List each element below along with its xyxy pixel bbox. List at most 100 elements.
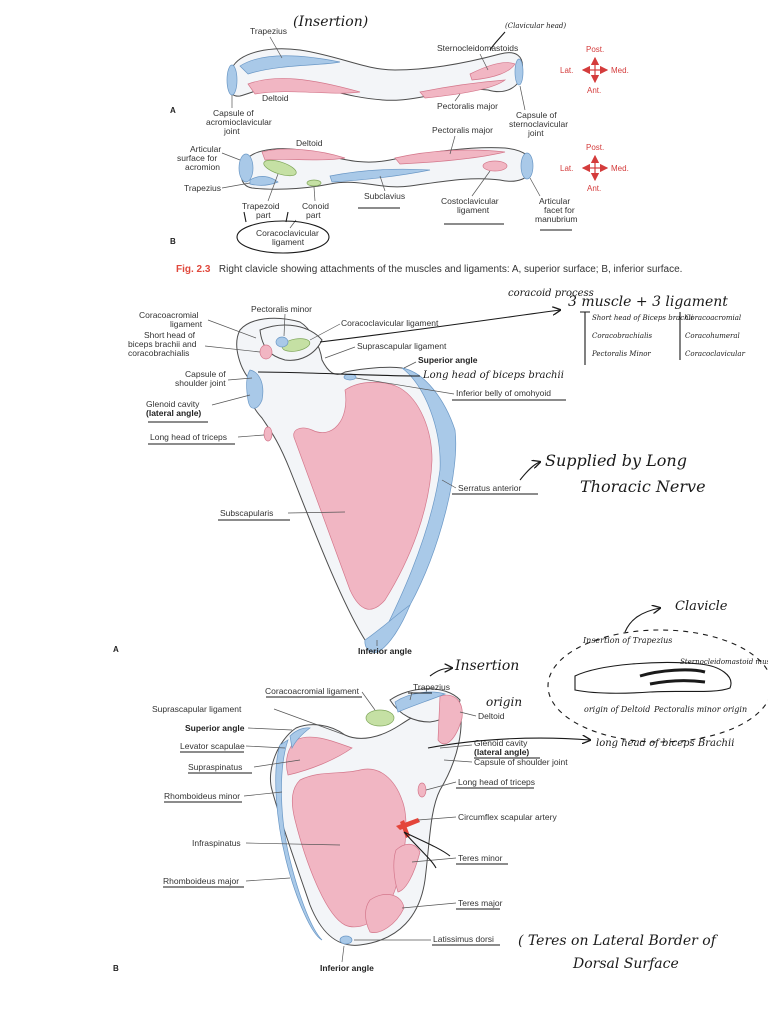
figure-caption: Fig. 2.3 Right clavicle showing attachme…: [176, 259, 682, 276]
latissimus-dorsi-area: [340, 936, 352, 944]
dir-lat-b: Lat.: [560, 164, 573, 173]
label-suprascapular-b: Suprascapular ligament: [152, 704, 242, 714]
hw-origin-b: origin: [486, 695, 522, 709]
dir-med: Med.: [611, 66, 629, 75]
hw-origin-deltoid: origin of Deltoid: [584, 705, 650, 714]
compass-a: Post. Lat. Med. Ant.: [560, 45, 629, 95]
label-deltoid-b-scap: Deltoid: [478, 711, 505, 721]
dir-ant-b: Ant.: [587, 184, 601, 193]
acromioclavicular-capsule: [227, 65, 237, 95]
conoid-part: [307, 180, 321, 186]
hw-teres-1: ( Teres on Lateral Border of: [518, 933, 719, 949]
dir-lat: Lat.: [560, 66, 573, 75]
pectoralis-minor-insertion: [276, 337, 288, 347]
dir-post-b: Post.: [586, 143, 604, 152]
hw-clavicle: Clavicle: [675, 599, 728, 614]
label-teres-major: Teres major: [458, 898, 503, 908]
label-superior-angle-a: Superior angle: [418, 355, 478, 365]
caption-number: Fig. 2.3: [176, 264, 211, 275]
panel-letter-b: B: [170, 237, 176, 246]
label-capsule-sternoclavicular: Capsule ofsternoclavicularjoint: [509, 110, 568, 138]
hw-sternocleido-origin: Sternocleidomastoid muscle (origin): [680, 658, 768, 666]
dir-med-b: Med.: [611, 164, 629, 173]
clavicle-superior-diagram: Trapezius Sternocleidomastoids Deltoid P…: [170, 14, 629, 138]
label-infraspinatus: Infraspinatus: [192, 838, 241, 848]
compass-b: Post. Lat. Med. Ant.: [560, 143, 629, 193]
short-head-biceps-origin: [260, 345, 272, 359]
hw-muscle-2: Coracobrachialis: [592, 332, 653, 340]
scapula-dorsal-diagram: Coracoacromial ligament Trapezius Deltoi…: [113, 682, 568, 973]
label-trapezius-b: Trapezius: [184, 183, 221, 193]
costoclavicular-impression: [483, 161, 507, 171]
panel-letter-a: A: [170, 106, 176, 115]
label-conoid-part: Conoidpart: [302, 201, 329, 220]
label-trapezius: Trapezius: [250, 26, 287, 36]
panel-letter-b-scapula: B: [113, 964, 119, 973]
label-coracoacromial-b: Coracoacromial ligament: [265, 686, 360, 696]
label-trapezius-b-scap: Trapezius: [413, 682, 450, 692]
hw-three-muscle: 3 muscle + 3 ligament: [568, 294, 728, 310]
label-superior-angle-b: Superior angle: [185, 723, 245, 733]
deltoid-area-b: [262, 149, 345, 160]
hw-muscle-3: Pectoralis Minor: [591, 350, 651, 358]
hw-long-head-biceps-a: Long head of biceps brachii: [422, 370, 564, 381]
hw-muscle-1: Short head of Biceps brachii: [592, 314, 693, 322]
hw-clavicular-head: (Clavicular head): [505, 22, 566, 30]
label-coracoclavicular-a: Coracoclavicular ligament: [341, 318, 439, 328]
label-rhomboideus-major: Rhomboideus major: [163, 876, 239, 886]
hw-clavicle-sketch: [575, 663, 731, 694]
coracoacromial-ligament-b: [366, 710, 394, 726]
long-head-triceps-origin: [264, 427, 272, 441]
caption-text: Right clavicle showing attachments of th…: [219, 264, 683, 275]
manubrium-articular-facet: [521, 153, 533, 179]
long-head-triceps-b-origin: [418, 783, 426, 797]
label-deltoid-b: Deltoid: [296, 138, 323, 148]
scapula-costal-diagram: Coracoacromialligament Pectoralis minor …: [113, 304, 566, 656]
panel-letter-a-scapula: A: [113, 645, 119, 654]
hw-ligament-3: Coracoclavicular: [685, 350, 746, 358]
label-deltoid: Deltoid: [262, 93, 289, 103]
label-serratus-anterior: Serratus anterior: [458, 483, 521, 493]
hw-teres-2: Dorsal Surface: [572, 956, 679, 972]
label-lateral-angle-a: (lateral angle): [146, 408, 201, 418]
label-teres-minor: Teres minor: [458, 853, 503, 863]
label-pectoralis-minor-a: Pectoralis minor: [251, 304, 312, 314]
hw-insertion-b: Insertion: [454, 658, 519, 674]
label-subscapularis: Subscapularis: [220, 508, 273, 518]
label-suprascapular-a: Suprascapular ligament: [357, 341, 447, 351]
dir-post: Post.: [586, 45, 604, 54]
label-pectoralis-major: Pectoralis major: [437, 101, 498, 111]
acromion-articular-surface: [239, 154, 253, 182]
hw-supplied-2: Thoracic Nerve: [580, 477, 706, 496]
label-short-head: Short head ofbiceps brachii andcoracobra…: [128, 330, 197, 358]
label-latissimus-dorsi: Latissimus dorsi: [433, 934, 494, 944]
hw-supplied-1: Supplied by Long: [545, 451, 687, 470]
label-lateral-angle-b: (lateral angle): [474, 747, 529, 757]
label-subclavius: Subclavius: [364, 191, 405, 201]
label-inferior-angle-a: Inferior angle: [358, 646, 412, 656]
hw-ligament-1: Coracoacromial: [685, 314, 741, 322]
hw-ligament-2: Coracohumeral: [685, 332, 740, 340]
hw-pectoralis-minor-origin: Pectoralis minor origin: [653, 705, 747, 714]
label-inferior-omohyoid: Inferior belly of omohyoid: [456, 388, 551, 398]
dir-ant: Ant.: [587, 86, 601, 95]
label-long-head-triceps-b: Long head of triceps: [458, 777, 535, 787]
label-pectoralis-major-b: Pectoralis major: [432, 125, 493, 135]
label-long-head-triceps-a: Long head of triceps: [150, 432, 227, 442]
label-rhomboideus-minor: Rhomboideus minor: [164, 791, 240, 801]
label-inferior-angle-b: Inferior angle: [320, 963, 374, 973]
hw-dashed-circle: [548, 630, 768, 742]
sternoclavicular-capsule: [515, 59, 523, 85]
hw-insertion-top: (Insertion): [293, 14, 368, 30]
label-levator-scapulae: Levator scapulae: [180, 741, 245, 751]
label-sternocleidomastoids: Sternocleidomastoids: [437, 43, 518, 53]
